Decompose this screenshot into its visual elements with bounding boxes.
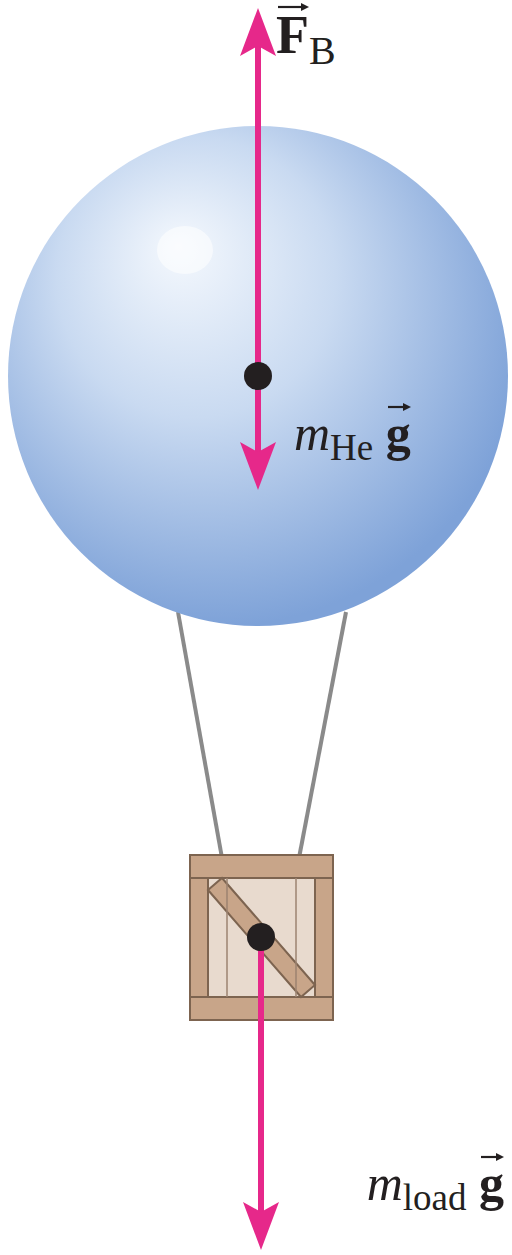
subscript: B <box>309 28 336 73</box>
symbol: g <box>386 408 411 458</box>
force-arrow <box>240 376 276 490</box>
force-arrow <box>243 937 279 1250</box>
symbol: m <box>294 405 330 461</box>
force-label: mload g <box>367 1158 504 1216</box>
center-dot <box>247 923 275 951</box>
center-dot <box>244 362 272 390</box>
vector-arrow <box>386 402 411 412</box>
vector-arrow <box>479 1152 504 1162</box>
vector-arrow <box>276 2 309 12</box>
symbol: g <box>479 1158 504 1208</box>
symbol: m <box>367 1155 403 1211</box>
symbol <box>373 405 386 461</box>
force-arrow <box>240 8 276 377</box>
subscript: He <box>330 427 373 468</box>
force-label: FB <box>276 8 336 71</box>
symbol: F <box>276 8 309 62</box>
rope <box>299 612 346 858</box>
rope <box>178 612 222 858</box>
symbol <box>467 1155 480 1211</box>
force-label: mHe g <box>294 408 411 466</box>
subscript: load <box>403 1177 467 1218</box>
balloon-highlight <box>157 226 213 274</box>
